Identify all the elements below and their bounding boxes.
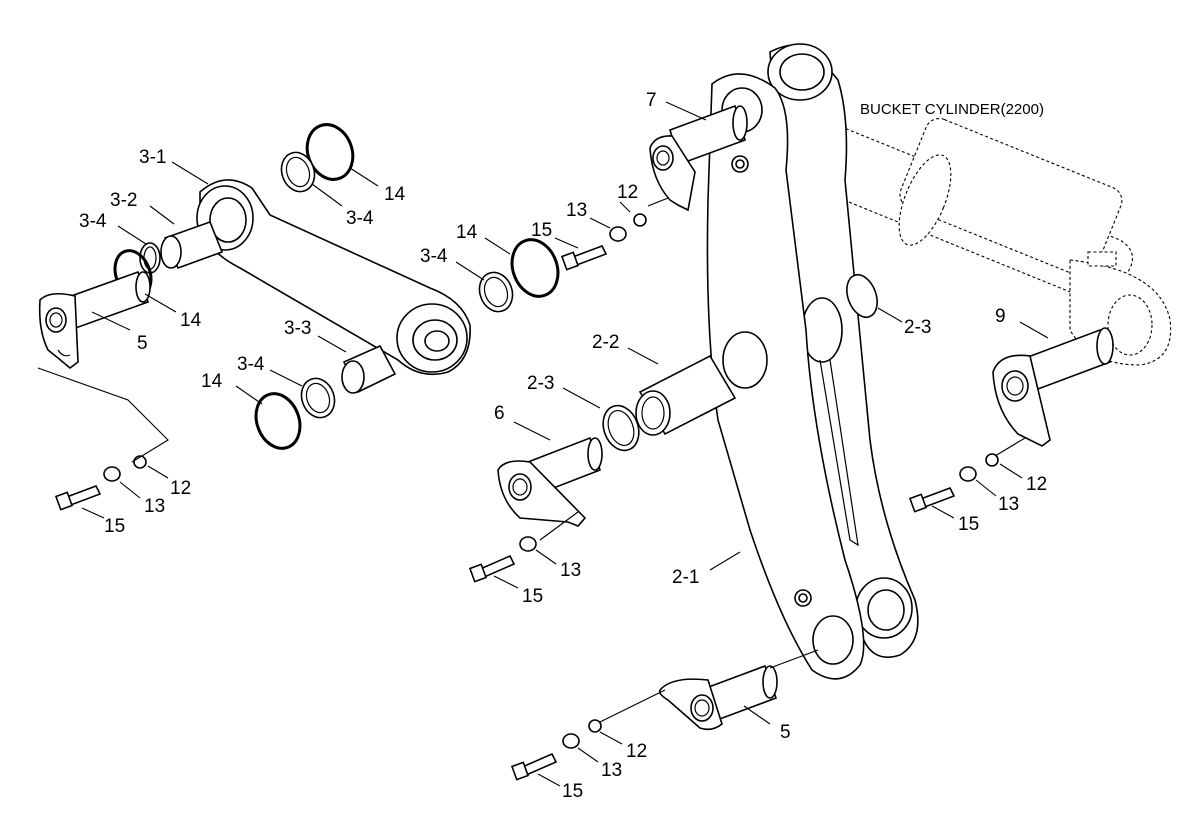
- label-12-a: 12: [617, 182, 638, 203]
- bushing-2-2: [635, 354, 737, 436]
- label-3-3: 3-3: [284, 318, 311, 339]
- link-3-1: [196, 179, 471, 376]
- label-3-4-d: 3-4: [237, 354, 265, 375]
- label-14-b: 14: [180, 310, 202, 331]
- seals: [113, 123, 878, 452]
- label-13-a: 13: [566, 200, 587, 221]
- label-12-c: 12: [1026, 474, 1047, 495]
- label-3-4-a: 3-4: [346, 208, 374, 229]
- label-3-4-b: 3-4: [79, 211, 107, 232]
- guide-lines: [37, 197, 1026, 723]
- label-15-a: 15: [531, 220, 552, 241]
- label-6: 6: [494, 403, 505, 424]
- bushing-3-3: [341, 344, 397, 394]
- lever-2-1: [706, 43, 919, 680]
- label-14-d: 14: [201, 371, 223, 392]
- label-15-c: 15: [958, 514, 979, 535]
- pin-9: [992, 327, 1114, 447]
- fasteners: [54, 213, 999, 781]
- label-13-d: 13: [560, 560, 581, 581]
- label-14-c: 14: [456, 222, 478, 243]
- label-13-c: 13: [998, 494, 1019, 515]
- label-13-e: 13: [601, 760, 622, 781]
- cylinder-title: BUCKET CYLINDER(2200): [860, 101, 1044, 118]
- bushing-3-2: [139, 220, 224, 274]
- label-12-b: 12: [170, 478, 191, 499]
- label-9: 9: [995, 306, 1006, 327]
- bucket-cylinder: [769, 109, 1172, 366]
- leader-lines: [81, 101, 1049, 787]
- pin-6: [497, 436, 603, 527]
- label-5-a: 5: [137, 333, 148, 354]
- label-12-d: 12: [626, 741, 647, 762]
- label-14-a: 14: [384, 184, 406, 205]
- label-5-b: 5: [780, 722, 791, 743]
- label-7: 7: [646, 90, 657, 111]
- label-2-1: 2-1: [672, 567, 699, 588]
- label-2-3-b: 2-3: [527, 373, 554, 394]
- label-13-b: 13: [144, 496, 165, 517]
- label-2-2: 2-2: [592, 332, 619, 353]
- pin-7: [649, 104, 748, 212]
- label-15-b: 15: [104, 516, 125, 537]
- label-15-d: 15: [522, 586, 543, 607]
- pin-5-left: [38, 270, 151, 370]
- pin-5-bottom: [658, 664, 778, 731]
- part-labels: BUCKET CYLINDER(2200) 7 3-1 14 3-4 3-2 3…: [79, 90, 1047, 802]
- label-3-2: 3-2: [110, 190, 137, 211]
- label-3-4-c: 3-4: [420, 246, 448, 267]
- label-3-1: 3-1: [139, 147, 166, 168]
- label-2-3-a: 2-3: [904, 317, 931, 338]
- label-15-e: 15: [562, 781, 583, 802]
